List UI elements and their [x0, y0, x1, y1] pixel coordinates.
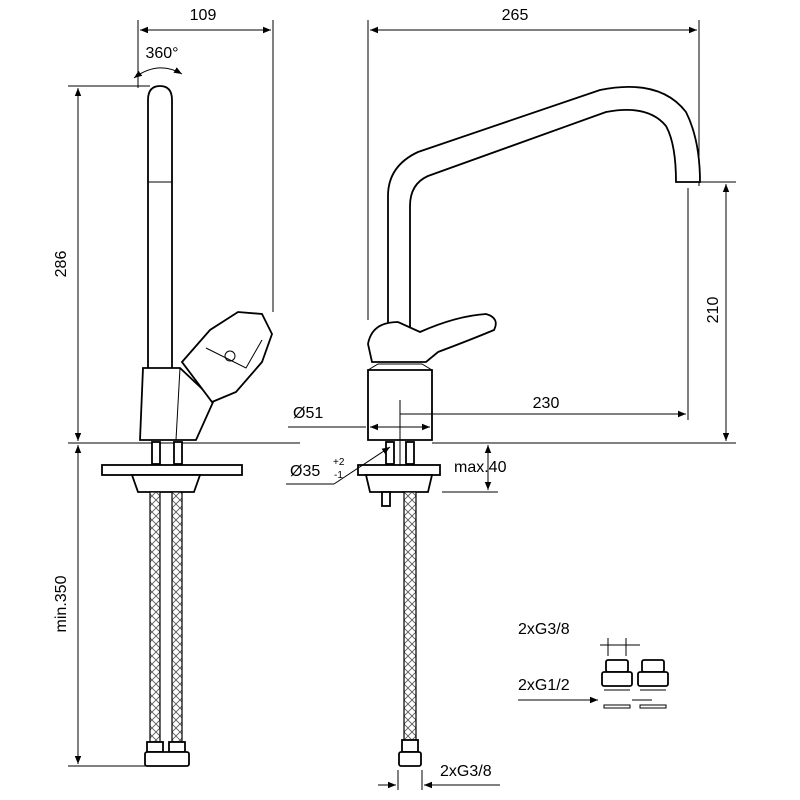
dim-hose-thread: 2xG3/8 — [440, 763, 492, 780]
dim-tol-plus: +2 — [333, 457, 345, 468]
side-lever — [180, 311, 273, 404]
adapter-thread-top: 2xG3/8 — [518, 621, 570, 638]
front-hose-nut — [398, 751, 422, 767]
adapter-thread-bottom: 2xG1/2 — [518, 677, 570, 694]
adapter-left — [601, 659, 633, 709]
dim-side-width: 109 — [190, 7, 217, 24]
front-mount-plate — [357, 464, 441, 476]
dim-front-width: 265 — [502, 7, 529, 24]
dim-tol-minus: -1 — [334, 470, 343, 481]
side-hose-nuts — [144, 751, 190, 767]
side-body — [139, 367, 216, 441]
adapter-right — [637, 659, 669, 709]
dim-min-hose: min.350 — [53, 575, 70, 632]
front-lever — [367, 313, 497, 363]
dim-hole-diameter: Ø35 — [290, 463, 320, 480]
dim-spout-height: 210 — [705, 297, 722, 324]
dim-reach: 230 — [533, 395, 560, 412]
dim-leader-35 — [333, 446, 391, 485]
dim-max-thickness: max.40 — [454, 459, 507, 476]
side-mount-plate — [101, 464, 243, 476]
side-view: 109 360° 286 min.350 — [53, 7, 300, 767]
side-spout — [147, 85, 173, 371]
adapter-detail: 2xG3/8 2xG1/2 — [518, 621, 669, 709]
dim-rotation: 360° — [145, 45, 178, 62]
front-view: 265 210 230 Ø51 Ø35 — [286, 7, 736, 790]
dim-side-height: 286 — [53, 251, 70, 278]
front-hose — [403, 491, 417, 743]
side-hose-left — [149, 491, 161, 743]
front-spout — [387, 86, 701, 361]
rotation-arrow — [133, 67, 183, 79]
side-hose-right — [171, 491, 183, 743]
dim-base-diameter: Ø51 — [293, 405, 323, 422]
